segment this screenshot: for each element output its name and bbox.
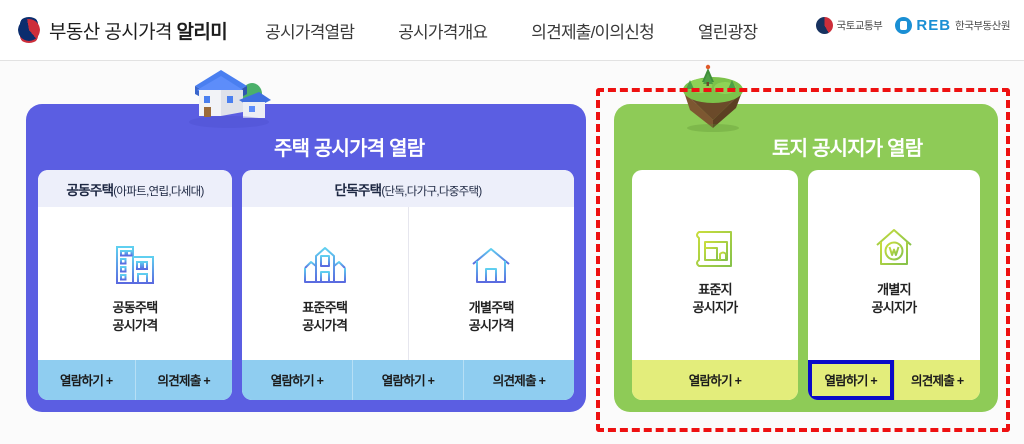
apartment-opinion-button[interactable]: 의견제출 + — [134, 360, 232, 400]
cell-label-apartment-line2: 공시가격 — [112, 318, 158, 333]
nav-item-open-square[interactable]: 열린광장 — [697, 22, 758, 42]
agency-logo-reb[interactable]: REB 한국부동산원 — [895, 17, 1010, 34]
cell-label-standard-land-line2: 공시지가 — [692, 299, 738, 315]
reb-icon — [895, 17, 913, 34]
brand-title-prefix: 부동산 공시가격 — [49, 21, 177, 43]
housing-price-panel: 주택 공시가격 열람 공동주택(아파트,연립,다세대) — [26, 70, 586, 412]
taegeuk-icon — [815, 17, 833, 34]
nav-item-price-overview[interactable]: 공시가격개요 — [398, 22, 488, 42]
card-header-detached: 단독주택(단독,다가구,다중주택) — [242, 170, 574, 207]
house-3d-icon — [189, 70, 271, 128]
site-logo[interactable]: 부동산 공시가격 알리미 — [16, 17, 228, 44]
taegeuk-icon — [16, 17, 42, 43]
housing-panel-title: 주택 공시가격 열람 — [274, 138, 425, 160]
individual-land-opinion-button[interactable]: 의견제출 + — [893, 360, 980, 400]
cell-label-individual-house-line1: 개별주택 — [468, 300, 515, 316]
nav-item-price-lookup[interactable]: 공시가격열람 — [265, 22, 355, 42]
card-header-apartment-main: 공동주택 — [66, 183, 114, 198]
land-panel-highlight-outline — [596, 88, 1010, 432]
agency-name-molit: 국토교통부 — [836, 20, 883, 32]
card-footer-individual-land: 열람하기 + 의견제출 + — [808, 360, 980, 400]
standard-house-view-button[interactable]: 열람하기 + — [242, 360, 352, 400]
card-header-detached-sub: (단독,다가구,다중주택) — [381, 186, 482, 198]
apartment-building-icon — [116, 246, 154, 285]
brand-title: 부동산 공시가격 알리미 — [49, 17, 228, 44]
cell-label-individual-land-line1: 개별지 — [877, 281, 911, 297]
standard-house-icon — [303, 247, 346, 284]
land-panel-title: 토지 공시지가 열람 — [772, 138, 923, 160]
individual-land-view-button[interactable]: 열람하기 + — [808, 360, 894, 400]
card-footer-standard-land: 열람하기 + — [632, 360, 798, 400]
agency-word-reb: REB — [916, 17, 952, 34]
cell-label-individual-land-line2: 공시지가 — [871, 299, 917, 315]
nav-item-opinion-appeal[interactable]: 의견제출/이의신청 — [531, 22, 654, 42]
house-won-icon — [876, 228, 912, 265]
blueprint-map-icon — [696, 230, 732, 267]
individual-house-opinion-button[interactable]: 의견제출 + — [463, 360, 574, 400]
cell-label-standard-house-line1: 표준주택 — [302, 300, 348, 316]
card-header-detached-main: 단독주택 — [334, 183, 382, 198]
cell-label-apartment-line1: 공동주택 — [112, 300, 158, 316]
main-nav: 공시가격열람 공시가격개요 의견제출/이의신청 열린광장 — [265, 18, 758, 43]
card-apartment-housing: 공동주택(아파트,연립,다세대) — [38, 170, 232, 400]
card-footer-detached: 열람하기 + 열람하기 + 의견제출 + — [242, 360, 574, 400]
cell-label-individual-house-line2: 공시가격 — [468, 318, 515, 333]
land-price-panel: 토지 공시지가 열람 — [614, 64, 998, 412]
cell-label-standard-house-line2: 공시가격 — [302, 318, 348, 333]
agency-name-reb: 한국부동산원 — [955, 20, 1010, 32]
apartment-view-button[interactable]: 열람하기 + — [38, 360, 135, 400]
card-footer-apartment: 열람하기 + 의견제출 + — [38, 360, 232, 400]
site-header: 부동산 공시가격 알리미 공시가격열람 공시가격개요 의견제출/이의신청 열린광… — [0, 0, 1024, 61]
agency-logos: 국토교통부 REB 한국부동산원 — [815, 17, 1010, 34]
cell-label-standard-land-line1: 표준지 — [698, 281, 732, 297]
individual-house-icon — [472, 248, 510, 284]
card-header-apartment-sub: (아파트,연립,다세대) — [113, 186, 204, 198]
individual-house-view-button[interactable]: 열람하기 + — [352, 360, 463, 400]
brand-title-strong: 알리미 — [176, 21, 228, 43]
agency-logo-molit[interactable]: 국토교통부 — [815, 17, 883, 34]
standard-land-view-button[interactable]: 열람하기 + — [632, 360, 798, 400]
card-header-apartment: 공동주택(아파트,연립,다세대) — [38, 170, 232, 207]
